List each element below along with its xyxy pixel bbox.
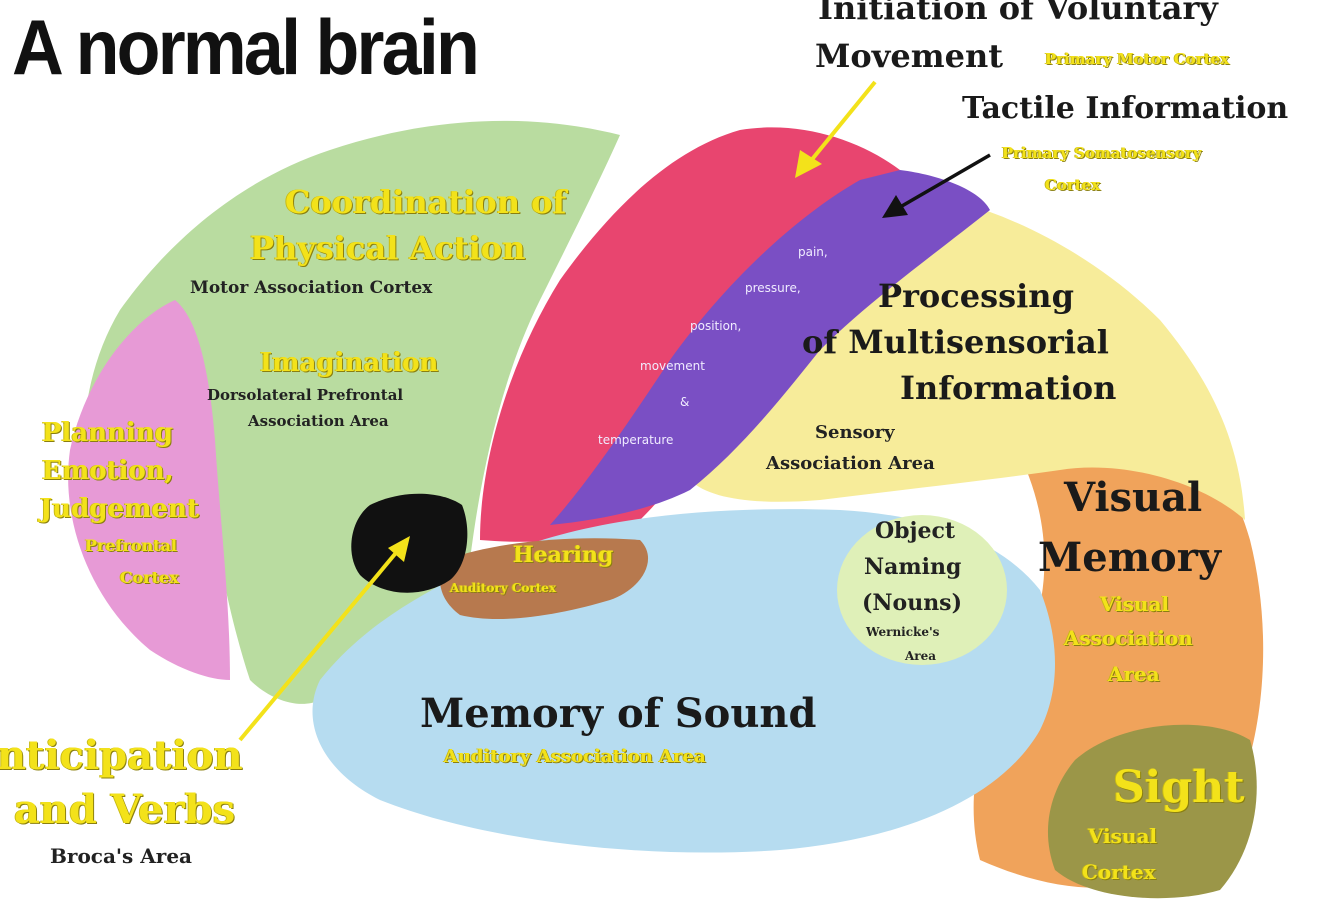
- somatosensory-item: pain,: [798, 246, 828, 258]
- coordination-line2: Physical Action: [250, 232, 525, 264]
- tactile-label: Tactile Information: [962, 94, 1288, 124]
- processing-line3: Information: [900, 372, 1116, 404]
- broca-region: [351, 494, 467, 593]
- imagination-sub-line1: Dorsolateral Prefrontal: [207, 388, 403, 403]
- sight-label: Sight: [1113, 766, 1245, 810]
- planning-line2: Emotion,: [42, 458, 174, 484]
- imagination-label: Imagination: [260, 350, 438, 376]
- hearing-sub: Auditory Cortex: [450, 582, 556, 594]
- motor-label-line1: Initiation of Voluntary: [818, 0, 1218, 24]
- visual-memory-sub-line2: Association: [1064, 628, 1193, 648]
- page-title: A normal brain: [12, 8, 477, 86]
- imagination-sub-line2: Association Area: [248, 414, 389, 429]
- somatosensory-item: temperature: [598, 434, 673, 446]
- anticipation-line1: Anticipation: [0, 736, 243, 776]
- processing-line1: Processing: [878, 280, 1074, 312]
- tactile-sub-line2: Cortex: [1045, 178, 1100, 193]
- processing-sub-line2: Association Area: [766, 455, 935, 473]
- planning-sub-line1: Prefrontal: [85, 538, 177, 554]
- motor-label-line2: Movement: [815, 40, 1003, 72]
- somatosensory-item: pressure,: [745, 282, 801, 294]
- memory-sound-label: Memory of Sound: [420, 694, 816, 734]
- visual-memory-line2: Memory: [1038, 538, 1221, 578]
- coordination-sub: Motor Association Cortex: [190, 280, 432, 297]
- object-naming-sub-line1: Wernicke's: [866, 626, 939, 638]
- object-naming-line3: (Nouns): [862, 592, 962, 614]
- motor-sub-label: Primary Motor Cortex: [1045, 52, 1229, 67]
- somatosensory-item: movement: [640, 360, 705, 372]
- memory-sound-sub: Auditory Association Area: [444, 748, 706, 766]
- hearing-label: Hearing: [513, 544, 613, 566]
- object-naming-sub-line2: Area: [905, 650, 936, 662]
- somatosensory-item: &: [680, 396, 689, 408]
- sight-sub-line1: Visual: [1088, 826, 1157, 846]
- visual-memory-sub-line3: Area: [1108, 664, 1160, 684]
- object-naming-line1: Object: [875, 520, 955, 542]
- anticipation-line2: and Verbs: [14, 790, 235, 830]
- visual-memory-line1: Visual: [1064, 478, 1202, 518]
- processing-sub-line1: Sensory: [815, 424, 895, 442]
- coordination-line1: Coordination of: [285, 186, 566, 218]
- visual-memory-sub-line1: Visual: [1100, 594, 1169, 614]
- tactile-sub-line1: Primary Somatosensory: [1002, 146, 1202, 161]
- processing-line2: of Multisensorial: [802, 326, 1109, 358]
- sight-sub-line2: Cortex: [1082, 862, 1156, 882]
- anticipation-sub: Broca's Area: [50, 846, 192, 866]
- planning-line3: Judgement: [40, 496, 199, 522]
- planning-line1: Planning: [42, 420, 173, 446]
- planning-sub-line2: Cortex: [120, 570, 179, 586]
- somatosensory-item: position,: [690, 320, 741, 332]
- object-naming-line2: Naming: [864, 556, 961, 578]
